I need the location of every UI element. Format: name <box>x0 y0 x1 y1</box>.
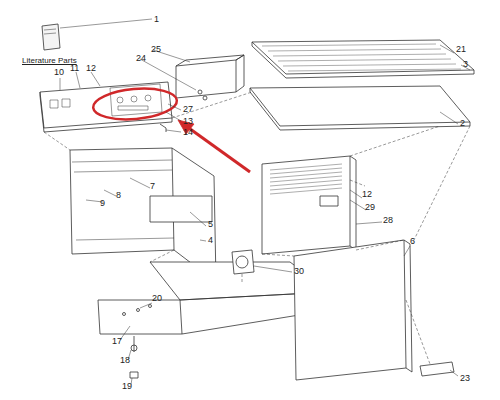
callout-number: 7 <box>150 181 155 191</box>
callout-number: 8 <box>116 190 121 200</box>
callout-number: 3 <box>463 59 468 69</box>
callout-number: 19 <box>122 381 132 391</box>
callout-number: 21 <box>456 44 466 54</box>
callout-number: 12 <box>362 189 372 199</box>
callout-number: 25 <box>151 44 161 54</box>
callout-number: 2 <box>460 118 465 128</box>
callout-number: 4 <box>208 235 213 245</box>
callout-number: 9 <box>100 198 105 208</box>
callout-number: 23 <box>460 373 470 383</box>
literature-label: Literature Parts <box>22 56 77 66</box>
callout-number: 24 <box>136 53 146 63</box>
callout-number: 14 <box>183 127 193 137</box>
callout-number: 20 <box>152 293 162 303</box>
callout-number: 12 <box>86 63 96 73</box>
callout-number: 11 <box>70 63 79 73</box>
callout-number: 6 <box>410 236 415 246</box>
callout-number: 17 <box>112 336 122 346</box>
callout-number: 29 <box>365 202 375 212</box>
callout-number: 5 <box>208 219 213 229</box>
callout-number: 13 <box>183 116 193 126</box>
callout-number: 27 <box>183 104 193 114</box>
callout-number: 1 <box>154 14 159 24</box>
callout-number: 18 <box>120 355 130 365</box>
callout-number: 10 <box>54 67 64 77</box>
callout-number: 28 <box>383 215 393 225</box>
callout-number: 30 <box>294 266 304 276</box>
